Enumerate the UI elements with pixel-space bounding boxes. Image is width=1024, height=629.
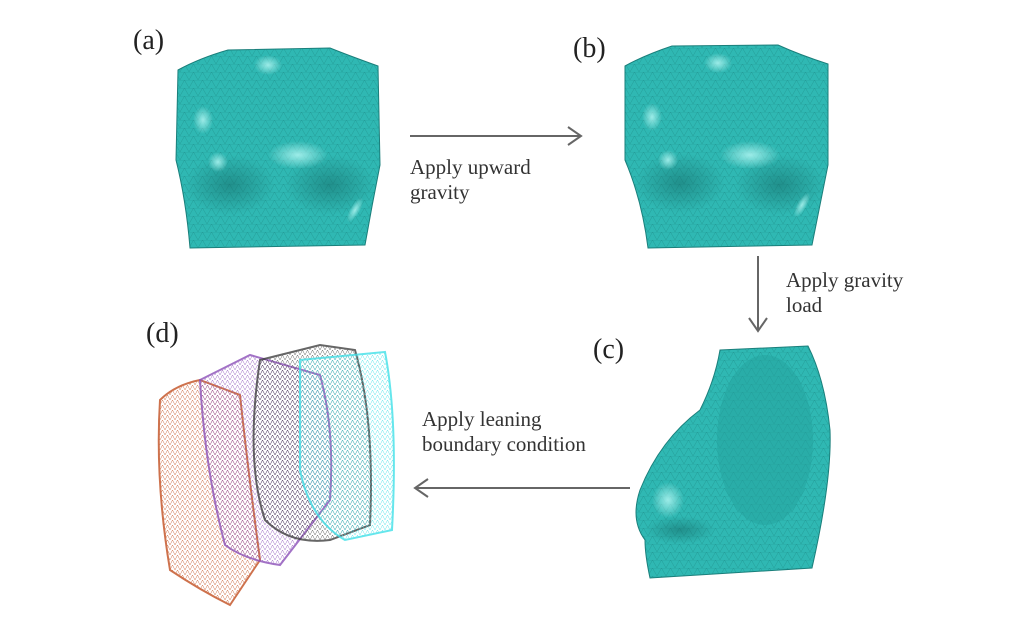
step-gravity-load: Apply gravity load [786, 268, 903, 318]
step-gravity-load-line1: Apply gravity [786, 268, 904, 292]
torso-mesh-a [175, 47, 381, 249]
torso-mesh-c [635, 345, 831, 579]
step-leaning-boundary-line1: Apply leaning [422, 407, 542, 431]
step-upward-gravity-line2: gravity [410, 180, 470, 204]
step-upward-gravity-line1: Apply upward [410, 155, 531, 179]
panel-label-a: (a) [133, 25, 165, 56]
panel-label-c: (c) [593, 334, 625, 365]
arrow-down [748, 256, 768, 333]
step-leaning-boundary-line2: boundary condition [422, 432, 586, 456]
step-upward-gravity: Apply upward gravity [410, 155, 531, 205]
arrow-left [413, 478, 630, 498]
panel-label-d: (d) [146, 318, 179, 349]
overlay-position-4 [299, 350, 395, 542]
torso-mesh-b [624, 44, 829, 249]
panel-label-b: (b) [573, 33, 606, 64]
leaning-overlay-d [157, 343, 395, 607]
arrow-right [410, 126, 583, 146]
step-leaning-boundary: Apply leaning boundary condition [422, 407, 586, 457]
step-gravity-load-line2: load [786, 293, 823, 317]
